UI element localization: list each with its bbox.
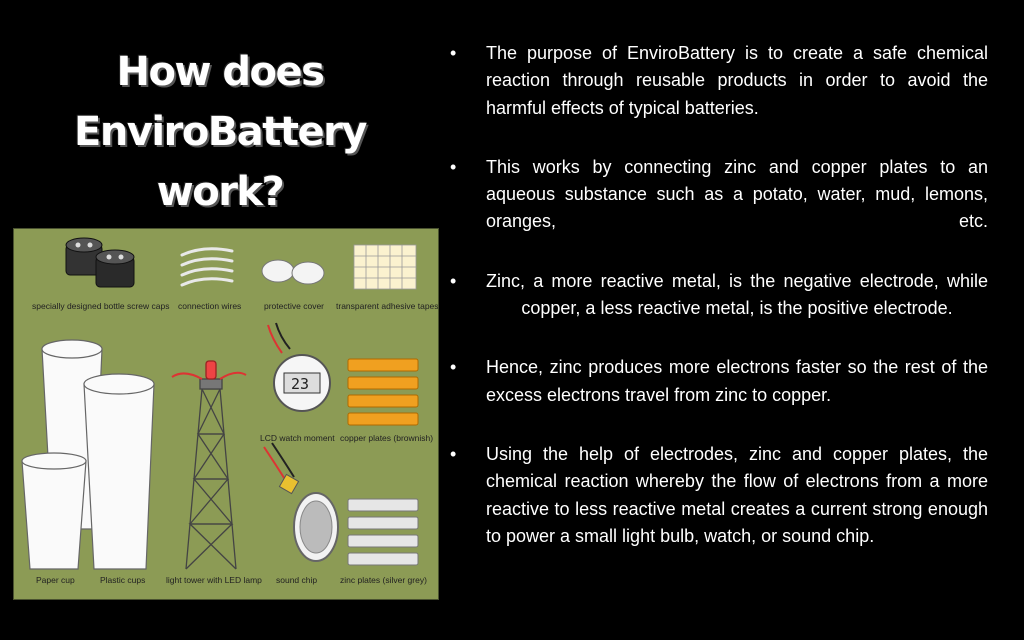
wires-label: connection wires [178, 301, 241, 311]
zinc-label: zinc plates (silver grey) [340, 575, 427, 585]
bullet-icon: • [450, 270, 457, 291]
bullet-item: • The purpose of EnviroBattery is to crea… [450, 40, 988, 122]
title-line: EnviroBattery [74, 109, 367, 155]
sound-chip-icon [263, 442, 339, 562]
bullet-text: This works by connecting zinc and copper… [486, 156, 988, 232]
tapes-label: transparent adhesive tapes [336, 301, 438, 311]
bullet-text: The purpose of EnviroBattery is to creat… [486, 43, 988, 118]
paper-cup-icon [21, 452, 87, 570]
plastic-cups-icon [41, 339, 155, 570]
bullet-icon: • [450, 156, 457, 177]
lcd-watch-icon: 23 [267, 322, 331, 412]
bullet-icon: • [450, 443, 457, 464]
tape-grid-icon [353, 244, 417, 290]
sound-label: sound chip [276, 575, 317, 585]
tower-label: light tower with LED lamp [166, 575, 262, 585]
bullet-icon: • [450, 43, 457, 63]
bullet-item: • Using the help of electrodes, zinc and … [450, 441, 988, 550]
wires-icon [180, 247, 234, 287]
bullet-list: • The purpose of EnviroBattery is to crea… [450, 40, 988, 582]
cover-label: protective cover [264, 301, 324, 311]
bullet-text: Zinc, a more reactive metal, is the nega… [486, 270, 988, 319]
caps-label: specially designed bottle screw caps [32, 301, 170, 311]
bullet-item: • Hence, zinc produces more electrons fas… [450, 354, 988, 409]
watch-label: LCD watch moment [260, 433, 335, 443]
title-line: How does [116, 49, 325, 95]
zinc-plates-icon [347, 498, 419, 566]
copper-plates-icon [347, 358, 419, 426]
paper-cup-label: Paper cup [36, 575, 75, 585]
bullet-text: Using the help of electrodes, zinc and c… [486, 443, 988, 546]
lcd-digits: 23 [291, 375, 309, 393]
light-tower-icon [171, 360, 247, 570]
plastic-cups-label: Plastic cups [100, 575, 145, 585]
bullet-icon: • [450, 357, 457, 378]
bullet-item: • Zinc, a more reactive metal, is the neg… [450, 268, 988, 323]
screw-caps-icon [65, 237, 135, 288]
bullet-text: Hence, zinc produces more electrons fast… [486, 357, 988, 405]
copper-label: copper plates (brownish) [340, 433, 433, 443]
slide-title: How does EnviroBattery work? [40, 42, 400, 222]
cover-icon [261, 259, 325, 285]
battery-kit-diagram: specially designed bottle screw caps con… [13, 228, 439, 600]
title-line: work? [156, 169, 285, 215]
bullet-item: • This works by connecting zinc and coppe… [450, 154, 988, 236]
